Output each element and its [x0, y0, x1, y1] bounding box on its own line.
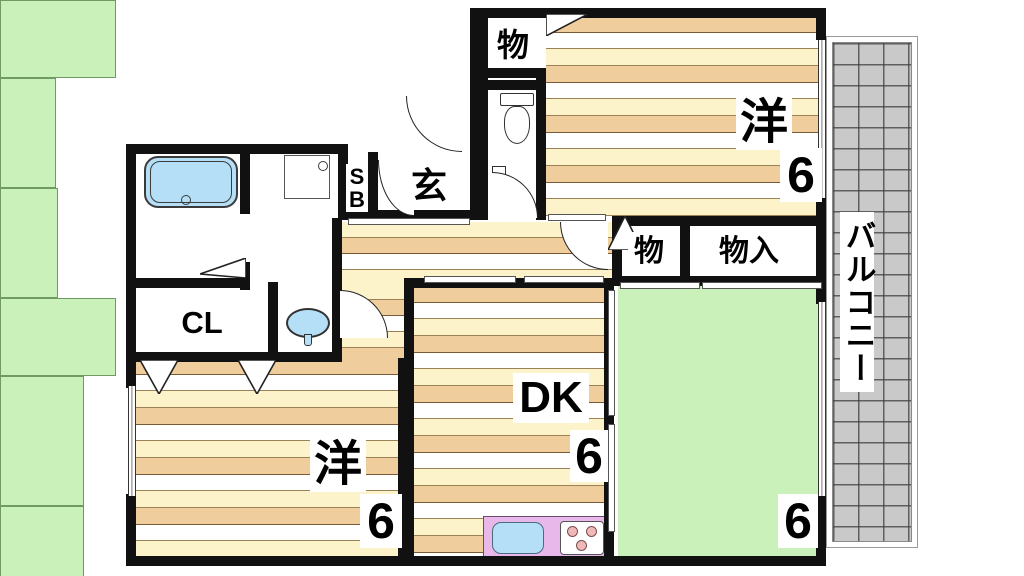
closet-label-cl: CL [174, 303, 230, 341]
wall-segment [126, 144, 348, 154]
fusuma-sliding-door[interactable] [702, 282, 822, 289]
washer-drain-icon [318, 161, 328, 171]
room-size-western-southwest: 6 [360, 494, 402, 548]
wall-segment [478, 88, 488, 220]
room-label-western-southwest: 洋 [310, 436, 366, 492]
wall-segment [126, 278, 250, 288]
room-size-western-north: 6 [780, 148, 822, 202]
storage-label-oshiire: 物入 [712, 232, 786, 272]
wall-segment [478, 80, 546, 90]
wall-segment [478, 8, 488, 80]
wall-segment [404, 278, 614, 288]
toilet-tank [500, 93, 534, 106]
washbasin-faucet-icon [304, 334, 312, 346]
stove-burner-icon [576, 540, 587, 551]
wall-segment [470, 8, 480, 220]
wall-segment [612, 276, 692, 286]
wall-segment [690, 276, 826, 286]
tatami-mat [0, 0, 116, 78]
tatami-mat [0, 78, 56, 188]
storage-label-middle: 物 [628, 232, 670, 272]
wall-segment [470, 8, 826, 18]
wall-segment [268, 282, 278, 360]
tatami-mat [0, 298, 116, 376]
bathtub-inner [150, 161, 232, 203]
wall-segment [816, 8, 826, 40]
room-size-tatami: 6 [778, 494, 818, 548]
sliding-partition[interactable] [548, 214, 606, 221]
wall-segment [478, 68, 546, 78]
wall-segment [126, 282, 136, 368]
sliding-partition[interactable] [524, 276, 604, 283]
wall-segment [398, 358, 408, 560]
wall-segment [536, 68, 546, 220]
wall-segment [816, 276, 826, 304]
sliding-partition[interactable] [348, 218, 470, 225]
stove-burner-icon [567, 526, 578, 537]
wall-segment [126, 494, 136, 566]
toilet-door-swing[interactable] [492, 172, 538, 218]
stove-burner-icon [586, 526, 597, 537]
fusuma-sliding-door[interactable] [608, 290, 615, 416]
wall-segment [612, 216, 826, 226]
bathroom-door-marker [199, 256, 247, 279]
bathtub-drain-icon [181, 195, 191, 205]
wall-segment [126, 144, 136, 290]
entrance-label: 玄 [410, 166, 447, 207]
folding-door-outline [236, 359, 278, 396]
kitchen-sink [492, 522, 544, 554]
fusuma-sliding-door[interactable] [620, 282, 700, 289]
wall-segment [240, 144, 250, 214]
wall-segment [604, 278, 614, 560]
room-label-western-north: 洋 [736, 94, 792, 150]
wall-segment [126, 352, 278, 362]
wall-segment [338, 144, 348, 218]
sliding-partition[interactable] [424, 276, 516, 283]
tatami-mat [0, 188, 58, 298]
balcony-label: バルコニー [840, 212, 876, 392]
wall-segment [612, 216, 622, 286]
wall-segment [126, 358, 136, 388]
wall-segment [816, 216, 826, 282]
wall-segment [268, 352, 342, 362]
shoe-box-letter-s: S [349, 163, 365, 189]
wall-segment [332, 218, 342, 360]
wall-segment [680, 216, 690, 286]
fusuma-sliding-door[interactable] [608, 424, 615, 532]
storage-label-north: 物 [492, 24, 534, 66]
room-label-dining-kitchen: DK [513, 373, 589, 423]
room-size-dining-kitchen: 6 [570, 430, 608, 482]
wall-segment [126, 556, 826, 566]
wall-segment [816, 196, 826, 226]
wall-segment [816, 494, 826, 566]
room-dining-kitchen [410, 286, 612, 560]
shoe-box-label: S B [346, 164, 368, 212]
closet-door-marker [545, 13, 589, 38]
wall-segment [368, 152, 378, 218]
toilet-bowl [504, 106, 530, 144]
tatami-mat [0, 506, 84, 576]
tatami-mat [0, 376, 84, 506]
wall-segment [404, 278, 414, 560]
folding-door-outline [138, 359, 180, 396]
window-north-room-east[interactable] [818, 40, 826, 198]
shoe-box-letter-b: B [349, 187, 365, 212]
window-sw-room-west[interactable] [128, 386, 136, 496]
window-tatami-east[interactable] [818, 302, 826, 496]
